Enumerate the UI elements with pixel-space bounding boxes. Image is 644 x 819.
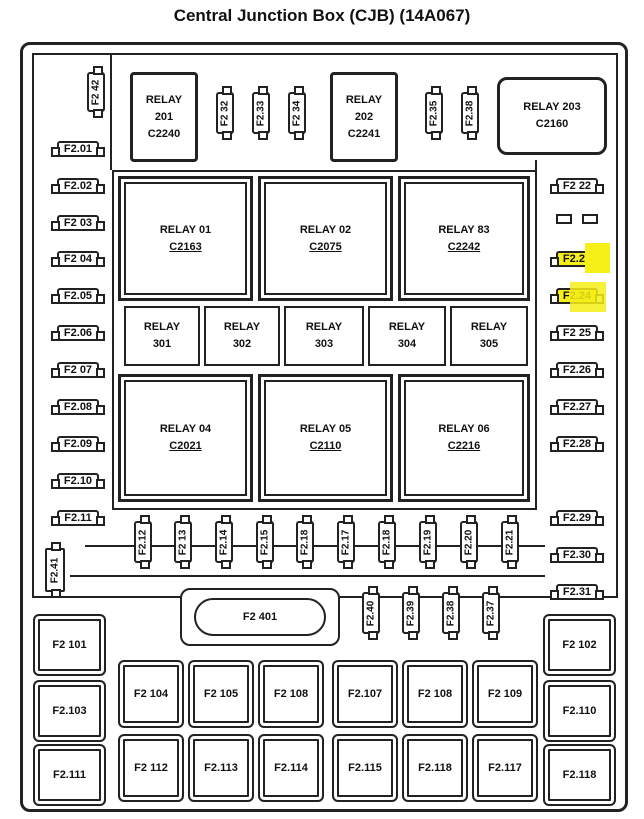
fuse-f2-18[interactable]: F2.18	[378, 515, 396, 569]
fuse-f2-38[interactable]: F2.38	[442, 586, 460, 640]
fuse-f2-401[interactable]: F2 401	[194, 598, 326, 636]
fuse-f2-101[interactable]: F2 101	[33, 614, 106, 676]
inner-frame	[616, 53, 618, 598]
fuse-f2-04[interactable]: F2 04	[51, 251, 105, 267]
fuse-f2-118[interactable]: F2.118	[543, 744, 616, 806]
inner-frame	[32, 53, 618, 55]
fuse-f2-102[interactable]: F2 102	[543, 614, 616, 676]
fuse-f2-25[interactable]: F2 25	[550, 325, 604, 341]
fuse-f2-116[interactable]: F2.118	[402, 734, 468, 802]
fuse-f2-28[interactable]: F2.28	[550, 436, 604, 452]
fuse-f2-103[interactable]: F2.103	[33, 680, 106, 742]
fuse-f2-12[interactable]: F2.12	[134, 515, 152, 569]
fuse-f2-111[interactable]: F2.111	[33, 744, 106, 806]
empty-fuse-slot	[582, 214, 598, 224]
fuse-f2-106[interactable]: F2 108	[258, 660, 324, 728]
fuse-f2-117[interactable]: F2.117	[472, 734, 538, 802]
fuse-f2-26[interactable]: F2.26	[550, 362, 604, 378]
fuse-f2-107[interactable]: F2.107	[332, 660, 398, 728]
fuse-f2-19[interactable]: F2.19	[419, 515, 437, 569]
fuse-f2-14[interactable]: F2.14	[215, 515, 233, 569]
fuse-f2-07[interactable]: F2 07	[51, 362, 105, 378]
fuse-f2-06[interactable]: F2.06	[51, 325, 105, 341]
fuse-f2-104[interactable]: F2 104	[118, 660, 184, 728]
fuse-f2-03[interactable]: F2 03	[51, 215, 105, 231]
fuse-f2-39[interactable]: F2.39	[402, 586, 420, 640]
fuse-f2-22[interactable]: F2 22	[550, 178, 604, 194]
fuse-f2-110[interactable]: F2.110	[543, 680, 616, 742]
fuse-f2-15[interactable]: F2.15	[256, 515, 274, 569]
fuse-f2-27[interactable]: F2.27	[550, 399, 604, 415]
inner-frame	[70, 575, 545, 577]
fuse-f2-05[interactable]: F2.05	[51, 288, 105, 304]
fuse-f2-29[interactable]: F2.29	[550, 510, 604, 526]
fuse-f2-34[interactable]: F2 34	[288, 86, 306, 140]
fuse-f2-02[interactable]: F2.02	[51, 178, 105, 194]
fuse-f2-30[interactable]: F2.30	[550, 547, 604, 563]
fuse-f2-32[interactable]: F2 32	[216, 86, 234, 140]
fuse-f2-10[interactable]: F2.10	[51, 473, 105, 489]
fuse-f2-109[interactable]: F2 109	[472, 660, 538, 728]
fuse-f2-115[interactable]: F2.115	[332, 734, 398, 802]
fuse-f2-40[interactable]: F2.40	[362, 586, 380, 640]
fuse-f2-113[interactable]: F2.113	[188, 734, 254, 802]
diagram-title: Central Junction Box (CJB) (14A067)	[173, 6, 471, 25]
fuse-f2-11[interactable]: F2.11	[51, 510, 105, 526]
highlight-marker	[570, 282, 606, 312]
fuse-f2-42[interactable]: F2 42	[87, 66, 105, 118]
inner-frame	[32, 53, 34, 598]
fuse-f2-09[interactable]: F2.09	[51, 436, 105, 452]
fuse-f2-35[interactable]: F2.35	[425, 86, 443, 140]
fuse-f2-16[interactable]: F2.18	[296, 515, 314, 569]
fuse-f2-13[interactable]: F2 13	[174, 515, 192, 569]
fuse-f2-105[interactable]: F2 105	[188, 660, 254, 728]
fuse-f2-17[interactable]: F2.17	[337, 515, 355, 569]
fuse-f2-108[interactable]: F2 108	[402, 660, 468, 728]
fuse-f2-41[interactable]: F2.41	[45, 542, 65, 598]
fuse-f2-31[interactable]: F2.31	[550, 584, 604, 600]
empty-fuse-slot	[556, 214, 572, 224]
fuse-f2-08[interactable]: F2.08	[51, 399, 105, 415]
fuse-f2-33[interactable]: F2.33	[252, 86, 270, 140]
inner-frame	[110, 55, 112, 170]
fuse-f2-21[interactable]: F2.21	[501, 515, 519, 569]
fuse-f2-37[interactable]: F2.37	[482, 586, 500, 640]
inner-frame	[85, 545, 545, 547]
fuse-f2-114[interactable]: F2.114	[258, 734, 324, 802]
fuse-f2-01[interactable]: F2.01	[51, 141, 105, 157]
fuse-f2-20[interactable]: F2.20	[460, 515, 478, 569]
highlight-marker	[585, 243, 610, 273]
fuse-f2-36[interactable]: F2.38	[461, 86, 479, 140]
fuse-f2-112[interactable]: F2 112	[118, 734, 184, 802]
